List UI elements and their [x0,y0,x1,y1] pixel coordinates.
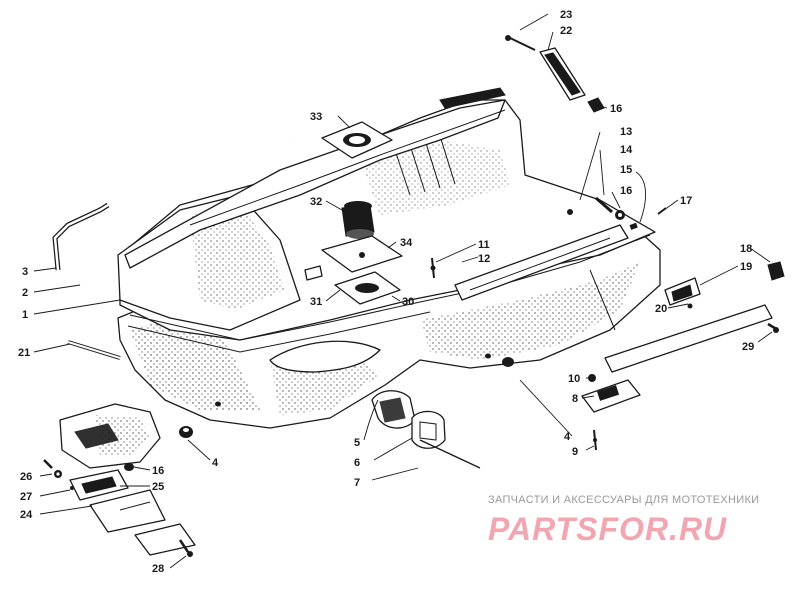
callout-label: 3 [22,266,28,278]
callout-label: 31 [310,296,322,308]
hardware-right-upper [567,196,667,230]
callout-label: 22 [560,25,572,37]
bracket-part-22 [505,35,605,113]
callout-label: 16 [152,465,164,477]
callout-label: 7 [354,477,360,489]
callout-label: 21 [18,347,30,359]
headlight-part-5 [371,390,481,469]
rod-part-21 [67,340,121,360]
bracket-assembly-lower-left [43,403,196,557]
callout-label: 4 [564,431,571,443]
grommet-part-4 [179,353,514,438]
callout-label: 32 [310,196,322,208]
hinge-part-8 [581,374,641,451]
filler-neck-part-32 [341,201,375,239]
handrail-part-2 [78,137,300,286]
gasket-part-33 [321,121,393,159]
callout-label: 20 [655,303,667,315]
callout-label: 27 [20,491,32,503]
hardware-right-side [664,261,785,333]
callout-label: 29 [742,341,754,353]
callout-label: 11 [478,239,490,251]
callout-label: 8 [572,393,578,405]
callout-label: 26 [20,471,32,483]
callout-label: 10 [568,373,580,385]
callout-label: 14 [620,144,633,156]
callout-label: 17 [680,195,692,207]
belly-pan [117,99,773,429]
callout-label: 1 [22,309,28,321]
callout-label: 16 [610,103,622,115]
watermark-tagline: ЗАПЧАСТИ И АКСЕССУАРЫ ДЛЯ МОТОТЕХНИКИ [488,494,760,506]
callout-label: 33 [310,111,322,123]
callout-label: 18 [740,243,752,255]
watermark-logo: PARTSFOR.RU [488,511,727,546]
callout-label: 13 [620,126,632,138]
callout-label: 16 [620,185,632,197]
callout-label: 30 [402,296,414,308]
callout-label: 24 [20,509,33,521]
fastener-part-11 [430,257,436,279]
gasket-stack [304,235,403,305]
callout-label: 6 [354,457,360,469]
callout-label: 19 [740,261,752,273]
callout-label: 34 [400,237,413,249]
handrail-part-3 [52,202,110,271]
callout-label: 15 [620,164,632,176]
svg-text:PARTSFOR.RU: PARTSFOR.RU [488,511,727,546]
callout-label: 2 [22,287,28,299]
callout-label: 23 [560,9,572,21]
leader-lines [33,13,773,569]
callout-label: 4 [212,457,219,469]
callout-label: 25 [152,481,164,493]
callout-labels: 23 22 16 33 13 14 15 16 17 32 34 11 12 1… [18,9,754,575]
callout-label: 5 [354,437,360,449]
callout-label: 28 [152,563,164,575]
callout-label: 9 [572,446,578,458]
callout-label: 12 [478,253,490,265]
